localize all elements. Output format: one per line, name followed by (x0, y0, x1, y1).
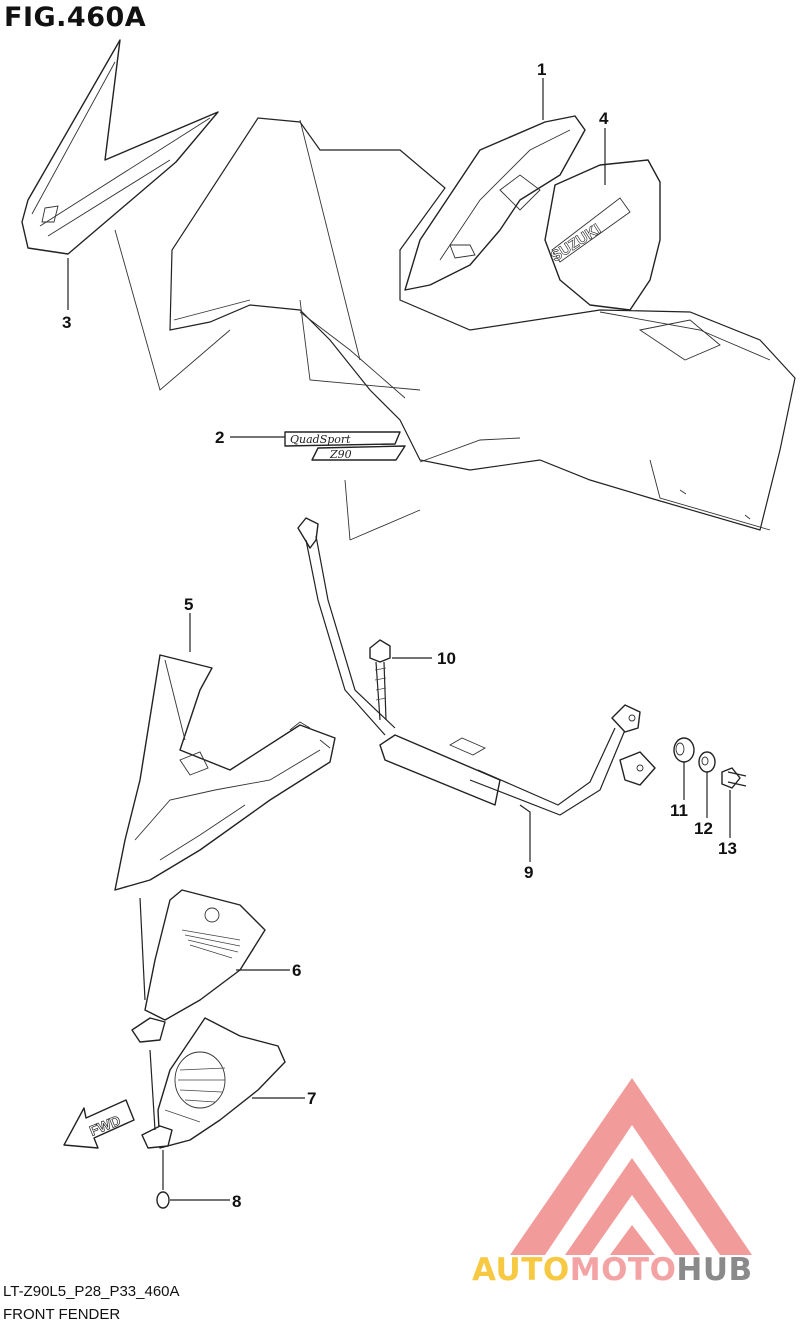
watermark-text: AUTOMOTOHUB (472, 1252, 753, 1288)
fwd-direction-arrow: FWD (63, 1099, 135, 1149)
figure-name: FRONT FENDER (3, 1306, 121, 1323)
callout-1: 1 (537, 60, 546, 79)
leader-lines (67, 78, 731, 1201)
watermark-logo (510, 1078, 752, 1255)
decal-part-2[interactable]: QuadSport Z90 (284, 431, 406, 461)
inner-cover-part-6[interactable] (131, 889, 266, 1043)
bolt-part-13[interactable] (721, 767, 747, 789)
screw-part-8[interactable] (156, 1150, 170, 1209)
watermark-hub: HUB (676, 1252, 753, 1288)
svg-text:Z90: Z90 (329, 448, 352, 461)
callout-7: 7 (307, 1089, 316, 1108)
watermark-moto: MOTO (569, 1252, 677, 1288)
callout-4: 4 (599, 109, 609, 128)
figure-title: FIG.460A (4, 2, 147, 33)
callout-2: 2 (215, 428, 224, 447)
callout-numbers: 1 2 3 4 5 6 7 8 9 10 11 12 13 (62, 60, 737, 1211)
front-panel-part-4[interactable]: SUZUKI (544, 159, 661, 311)
watermark-auto: AUTO (472, 1252, 570, 1288)
callout-3: 3 (62, 313, 71, 332)
callout-6: 6 (292, 961, 301, 980)
svg-text:QuadSport: QuadSport (290, 433, 351, 446)
decal-part-3[interactable] (21, 39, 219, 255)
callout-5: 5 (184, 595, 193, 614)
front-fender-body[interactable] (114, 117, 796, 541)
figure-code: LT-Z90L5_P28_P33_460A (3, 1283, 180, 1300)
callout-12: 12 (694, 819, 713, 838)
upper-panel-part-1[interactable] (404, 115, 586, 291)
bolt-part-10[interactable] (369, 639, 391, 721)
grommet-part-11[interactable] (673, 737, 695, 763)
washer-part-12[interactable] (698, 751, 716, 773)
front-cover-part-5[interactable] (114, 654, 336, 891)
callout-13: 13 (718, 839, 737, 858)
callout-8: 8 (232, 1192, 241, 1211)
callout-9: 9 (524, 863, 533, 882)
bracket-part-9[interactable] (297, 517, 656, 816)
callout-10: 10 (437, 649, 456, 668)
lower-cover-part-7[interactable] (141, 1017, 286, 1149)
callout-11: 11 (670, 801, 688, 820)
